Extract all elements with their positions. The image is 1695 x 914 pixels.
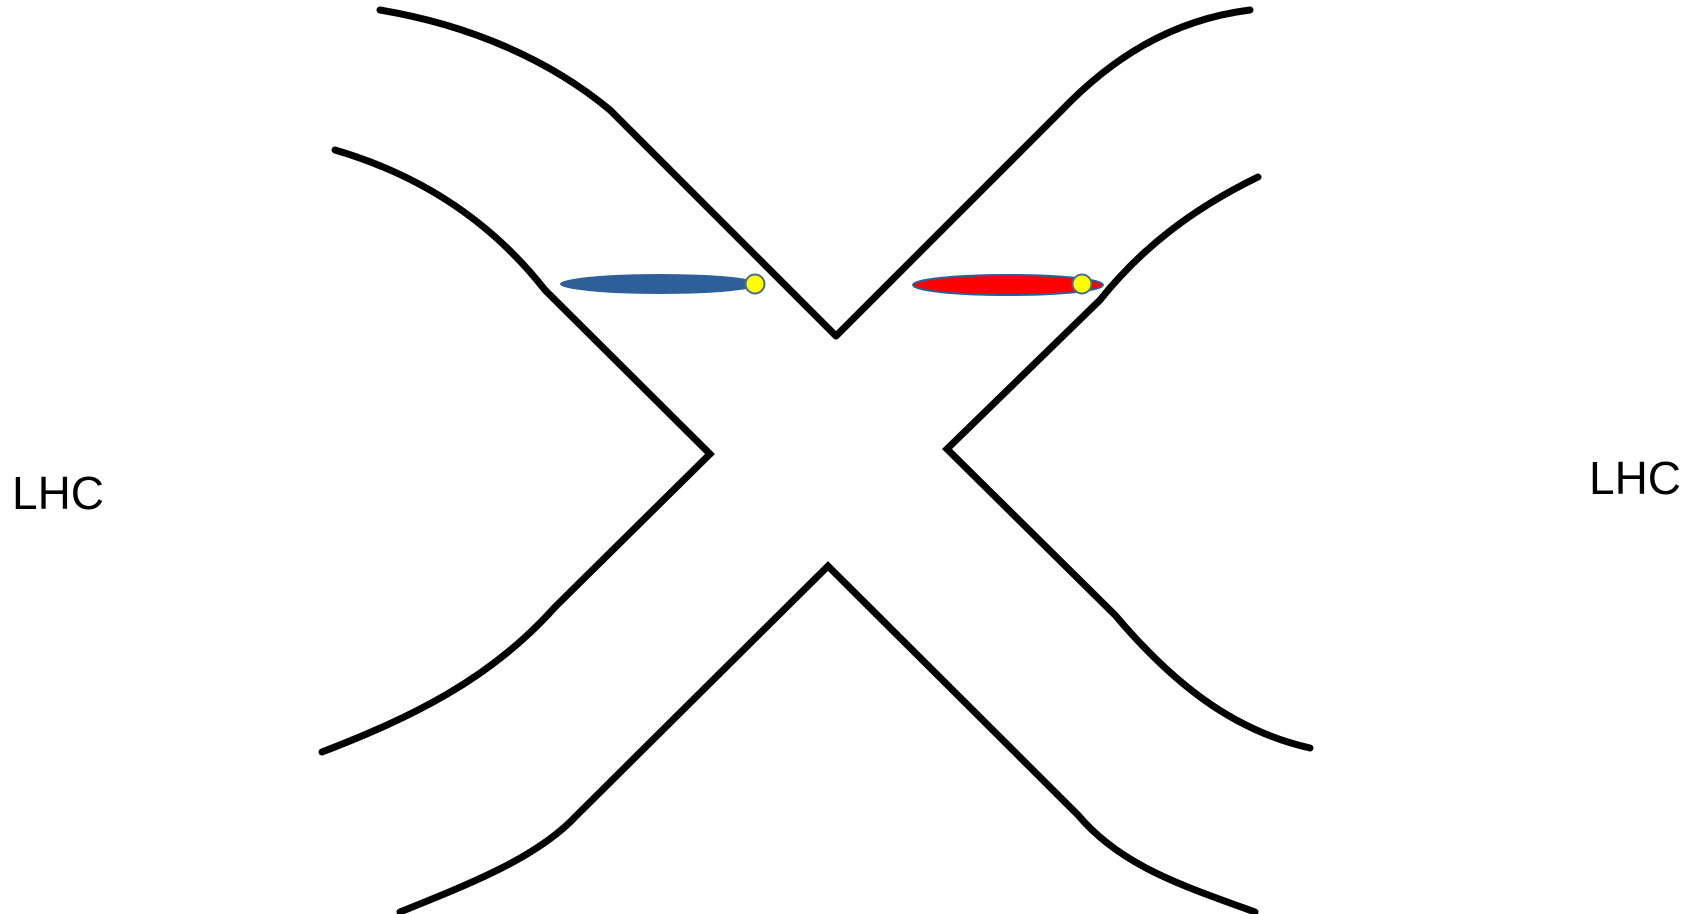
bottom-outer-wall [400,566,1255,912]
right-beam-marker [1073,275,1092,294]
left-beam-marker [746,275,765,294]
left-beam-bunch [560,274,760,294]
right-lhc-label: LHC [1589,455,1681,501]
right-inner-wall [947,177,1310,748]
left-inner-wall [322,150,710,752]
left-lhc-label: LHC [12,470,104,516]
